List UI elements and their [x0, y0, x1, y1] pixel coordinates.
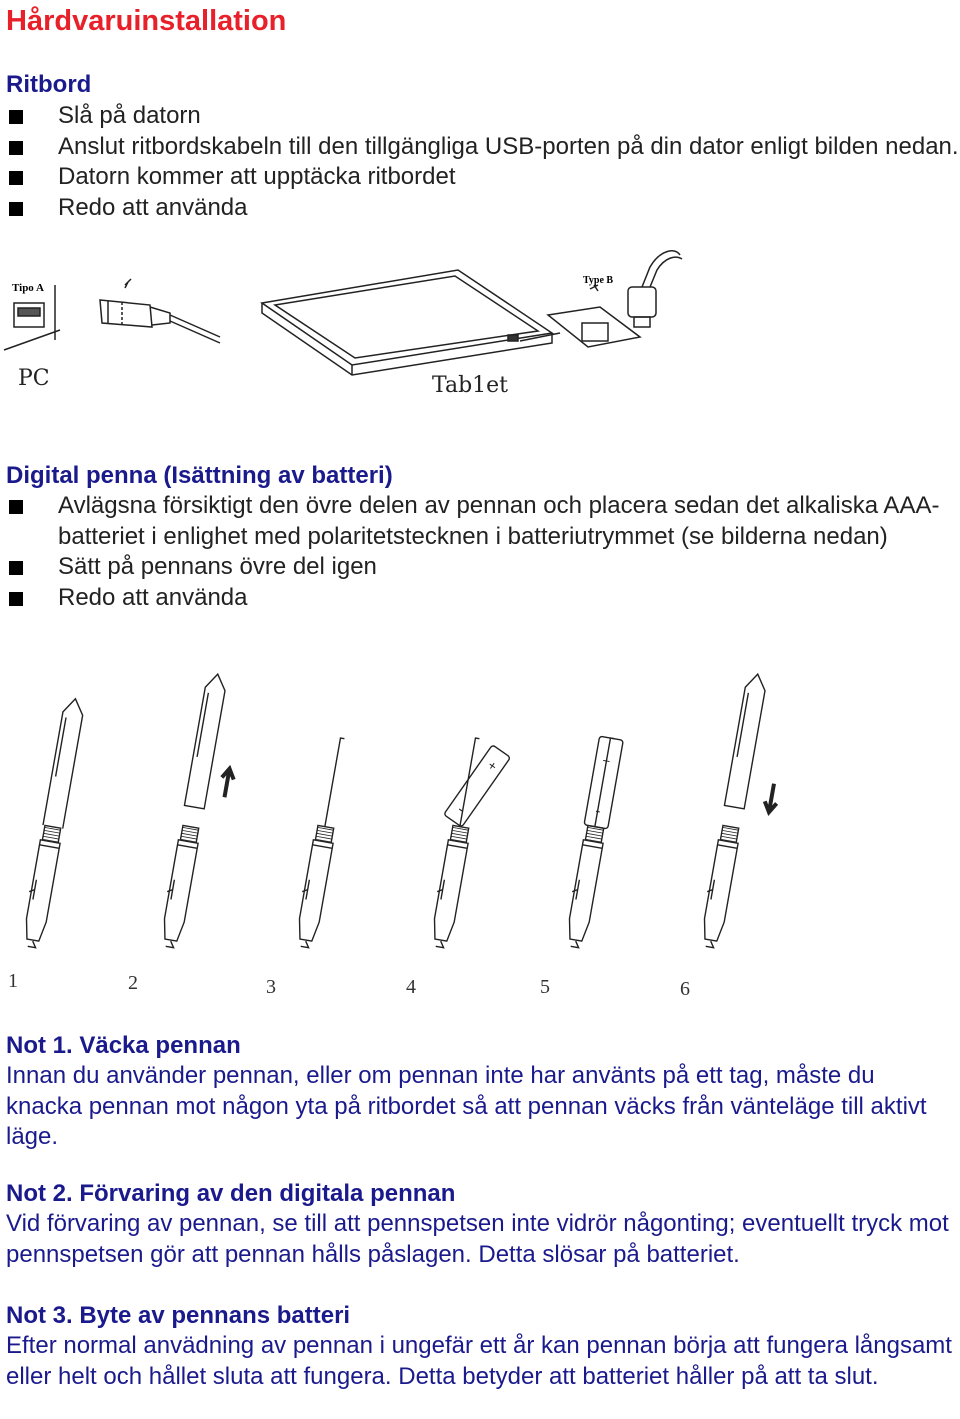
- pen-battery-rod: [459, 737, 480, 827]
- pen-lower-body: [433, 839, 469, 942]
- pen-tip-icon: [165, 940, 175, 949]
- label-tipo-a: Tipo A: [12, 282, 44, 294]
- label-type-b: Type B: [583, 275, 613, 286]
- step-number-label: 1: [8, 970, 18, 992]
- section-heading-ritbord: Ritbord: [6, 71, 92, 98]
- arrow-up-icon: [220, 764, 236, 798]
- note-3-heading: Not 3. Byte av pennans batteri: [6, 1302, 351, 1329]
- list-item: Anslut ritbordskabeln till den tillgängl…: [0, 132, 960, 163]
- pen-steps-list: Avlägsna försiktigt den övre delen av pe…: [0, 491, 960, 613]
- pen-lower-body: [298, 839, 334, 942]
- pen-cap-clip: [196, 692, 210, 757]
- pen-step-1: [25, 697, 84, 949]
- page-title: Hårdvaruinstallation: [6, 5, 287, 37]
- pen-thread: [447, 824, 470, 849]
- pen-clip-icon: [436, 879, 446, 900]
- pen-battery-rod: [324, 737, 345, 827]
- pen-lower-body: [25, 839, 61, 942]
- pen-cap: [723, 672, 766, 810]
- pen-tip-icon: [27, 940, 37, 949]
- step-number-label: 5: [540, 976, 550, 998]
- pen-step-3: [298, 737, 345, 949]
- pen-lower-body: [703, 839, 739, 942]
- usb-port-b-zoom: [546, 306, 642, 348]
- svg-text:-: -: [594, 804, 602, 820]
- note-1-heading: Not 1. Väcka pennan: [6, 1032, 241, 1059]
- label-pc: PC: [18, 366, 50, 391]
- list-item: Slå på datorn: [0, 101, 960, 132]
- list-item: Avlägsna försiktigt den övre delen av pe…: [0, 491, 960, 552]
- step-number-label: 6: [680, 978, 690, 1000]
- note-1-text: Innan du använder pennan, eller om penna…: [6, 1062, 927, 1150]
- list-item: Sätt på pennans övre del igen: [0, 552, 960, 583]
- pen-tip-icon: [570, 940, 580, 949]
- pen-step-6: [703, 672, 779, 949]
- pen-step-4: +-: [433, 737, 511, 949]
- usb-plug-a-icon: [99, 278, 221, 344]
- note-3-text: Efter normal anvädning av pennan i ungef…: [6, 1332, 952, 1390]
- bullet-square-icon: [9, 201, 23, 216]
- pen-cap-clip: [54, 717, 67, 777]
- step-number-label: 2: [128, 972, 138, 994]
- pen-clip-icon: [28, 879, 38, 900]
- svg-text:+: +: [484, 758, 499, 775]
- battery-icon: +-: [444, 745, 511, 827]
- arrow-down-icon: [762, 783, 779, 817]
- pen-tip-icon: [705, 940, 715, 949]
- bullet-square-icon: [9, 500, 23, 514]
- section-heading-pen: Digital penna (Isättning av batteri): [6, 462, 393, 489]
- ritbord-steps-list: Slå på datorn Anslut ritbordskabeln till…: [0, 101, 960, 223]
- usb-port-b-icon: [581, 322, 609, 342]
- bullet-square-icon: [9, 171, 23, 185]
- pen-thread: [39, 824, 62, 849]
- usb-plug-b-icon: [627, 250, 683, 328]
- pen-lower-body: [568, 839, 604, 942]
- pen-thread: [717, 824, 740, 849]
- pen-cap: [42, 697, 84, 829]
- step-number-label: 4: [406, 976, 416, 998]
- usb-connection-figure: Tipo A Type B PC Tab1et: [3, 250, 683, 398]
- pen-cap: [183, 672, 226, 810]
- pen-lower-body: [163, 839, 199, 942]
- list-item: Redo att använda: [0, 193, 960, 224]
- pen-clip-icon: [706, 879, 716, 900]
- battery-icon: +-: [583, 735, 624, 830]
- bullet-square-icon: [9, 140, 23, 155]
- svg-text:-: -: [455, 802, 468, 817]
- list-item: Datorn kommer att upptäcka ritbordet: [0, 162, 960, 193]
- note-2-heading: Not 2. Förvaring av den digitala pennan: [6, 1180, 456, 1207]
- pen-thread: [177, 824, 200, 849]
- usb-symbol-icon: [589, 284, 599, 292]
- svg-text:+: +: [601, 754, 611, 770]
- tablet-drawing: [260, 269, 555, 376]
- pen-cap-clip: [736, 692, 750, 757]
- pen-clip-icon: [571, 879, 581, 900]
- pen-step-5: +-: [568, 735, 624, 949]
- pen-tip-icon: [435, 940, 445, 949]
- usb-port-a-icon: [13, 302, 45, 328]
- pc-edge-line: [3, 329, 61, 351]
- pen-thread: [312, 824, 335, 849]
- pen-clip-icon: [166, 879, 176, 900]
- pen-tip-icon: [300, 940, 310, 949]
- bullet-square-icon: [9, 110, 23, 124]
- step-number-label: 3: [266, 976, 276, 998]
- pen-step-2: [163, 672, 236, 949]
- list-item: Redo att använda: [0, 583, 960, 614]
- label-tablet: Tab1et: [432, 373, 508, 398]
- note-2-text: Vid förvaring av pennan, se till att pen…: [6, 1210, 949, 1268]
- bullet-square-icon: [9, 561, 23, 575]
- bullet-square-icon: [9, 591, 23, 606]
- pen-clip-icon: [301, 879, 311, 900]
